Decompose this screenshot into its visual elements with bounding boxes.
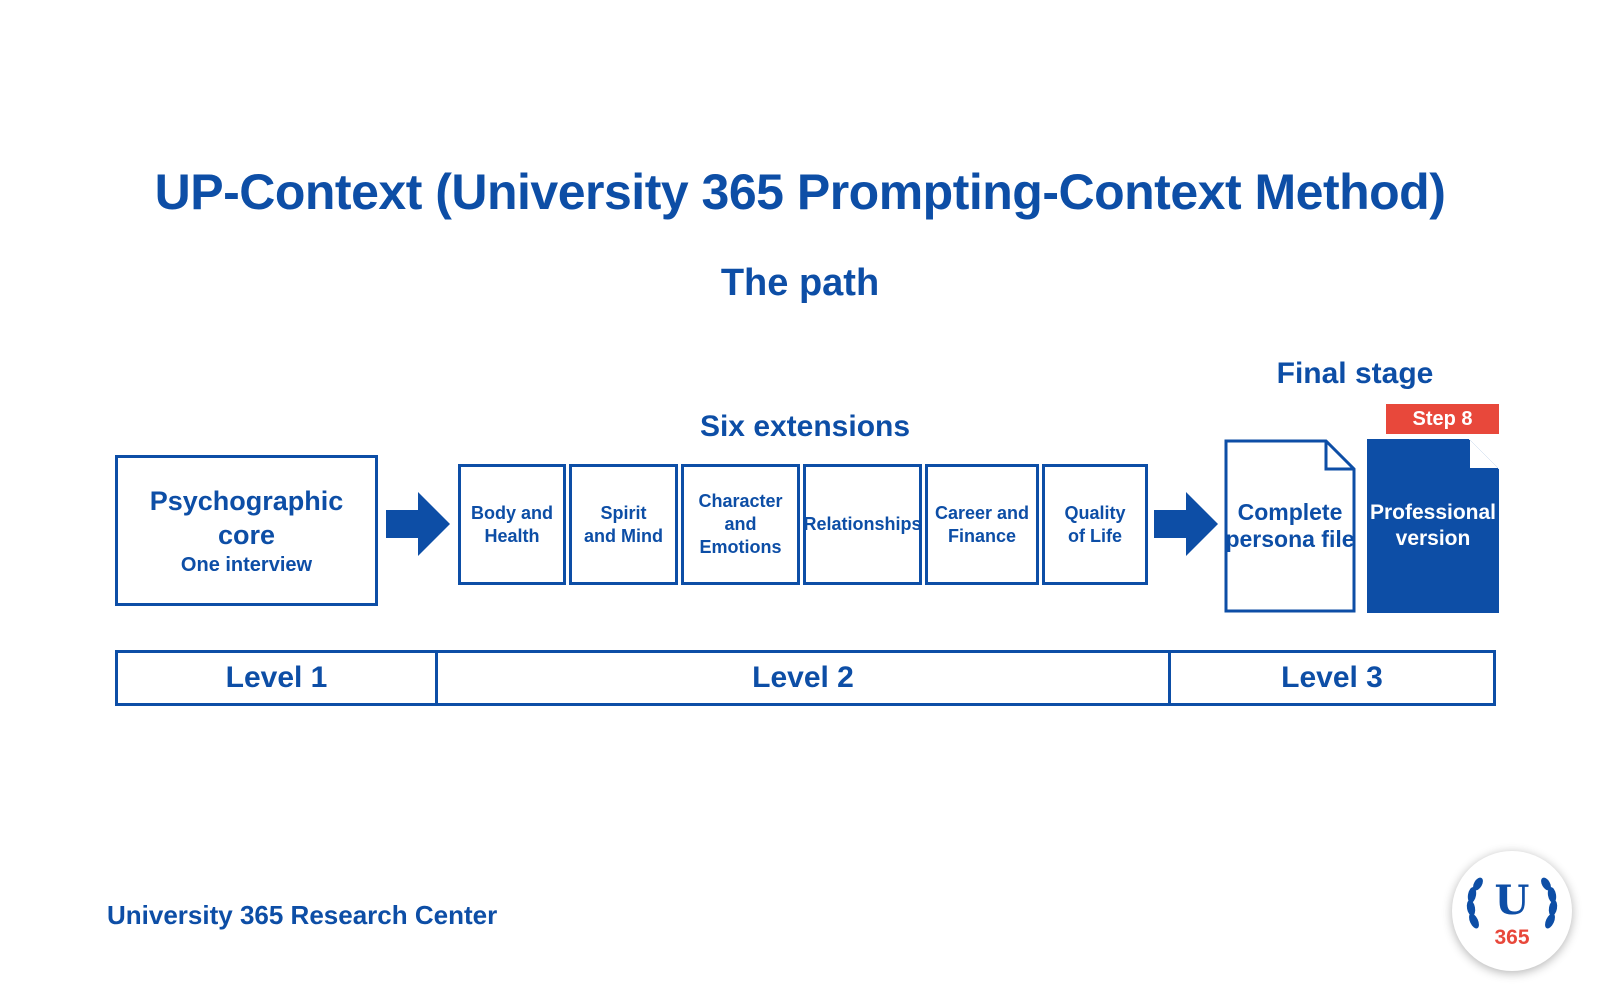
document-line1: Professional (1369, 501, 1497, 524)
right-arrow-icon (1154, 492, 1218, 556)
extension-line2: and Emotions (699, 514, 782, 557)
extension-relationships: Relationships (803, 464, 922, 585)
extension-line1: Career and (934, 502, 1030, 523)
extension-spirit-and-mind: Spirit and Mind (569, 464, 678, 585)
document-line2: persona file (1225, 526, 1355, 552)
extension-character-and-emotions: Character and Emotions (681, 464, 800, 585)
document-line2: version (1395, 527, 1471, 550)
final-stage-label: Final stage (1276, 357, 1434, 390)
extension-career-and-finance: Career and Finance (925, 464, 1039, 585)
psychographic-core-box: Psychographic core One interview (115, 455, 378, 606)
six-extensions-label: Six extensions (699, 410, 911, 443)
core-title: Psychographic core (149, 485, 344, 550)
extension-line1: Relationships (803, 514, 922, 534)
laurel-wreath-icon (1466, 877, 1558, 929)
extension-line2: of Life (1068, 525, 1122, 546)
extension-line2: Health (484, 525, 540, 546)
level-3-cell: Level 3 (1281, 661, 1383, 694)
extension-line2: and Mind (584, 525, 663, 546)
logo-number: 365 (1494, 926, 1530, 949)
professional-version-document: Professional version (1367, 439, 1499, 613)
level-2-cell: Level 2 (438, 653, 1171, 703)
university-365-logo: U 365 (1452, 851, 1572, 971)
core-subtitle: One interview (180, 553, 313, 576)
diagram-title: UP-Context (University 365 Prompting-Con… (154, 164, 1446, 220)
diagram-subtitle: The path (720, 262, 880, 304)
right-arrow-icon (386, 492, 450, 556)
extension-line2: Finance (947, 525, 1017, 546)
extension-line1: Spirit (600, 502, 647, 523)
extension-line1: Body and (470, 502, 553, 523)
logo-letter: U (1494, 877, 1530, 924)
document-line1: Complete (1237, 499, 1343, 525)
footer-organization: University 365 Research Center (107, 900, 498, 930)
extension-line1: Quality (1064, 502, 1126, 523)
step-badge: Step 8 (1386, 404, 1499, 434)
document-icon (1367, 439, 1499, 613)
extension-line1: Character (698, 491, 783, 511)
level-bar: Level 1 Level 2 Level 3 (115, 650, 1496, 706)
level-1-cell: Level 1 (118, 653, 438, 703)
extension-body-and-health: Body and Health (458, 464, 566, 585)
document-icon (1224, 439, 1356, 613)
extension-quality-of-life: Quality of Life (1042, 464, 1148, 585)
complete-persona-file-document: Complete persona file (1224, 439, 1356, 613)
